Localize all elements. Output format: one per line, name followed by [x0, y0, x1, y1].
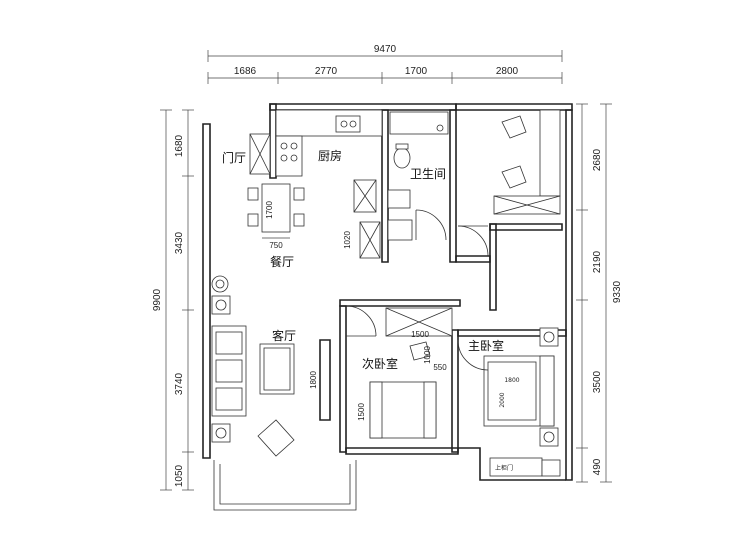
foyer-cabinet — [249, 133, 271, 175]
master-bedroom-furniture: 1800 2000 上柜门 — [457, 327, 561, 477]
toilet — [393, 147, 411, 169]
plant — [211, 275, 229, 293]
dim-right-4: 490 — [592, 458, 603, 475]
kitchen-counters — [275, 109, 383, 213]
master-bed-width: 2000 — [499, 392, 506, 407]
dim-top-total: 9470 — [374, 44, 397, 55]
bed2-dim-b: 1000 — [423, 346, 432, 364]
sink — [335, 115, 361, 133]
room-master-bedroom: 主卧室 — [468, 338, 504, 353]
bath-sink-dim: 1020 — [343, 231, 352, 249]
wardrobe-label: 上柜门 — [495, 464, 513, 472]
wash-basin — [387, 219, 413, 241]
dim-right-2: 2190 — [592, 250, 603, 273]
living-room-furniture: 1800 — [211, 275, 318, 457]
stove-burner — [280, 142, 288, 150]
bed2-dim-d: 1500 — [411, 330, 429, 339]
room-second-bedroom: 次卧室 — [362, 356, 398, 371]
room-kitchen: 厨房 — [318, 148, 342, 163]
dim-right-3: 3500 — [592, 370, 603, 393]
bed2-dim-c: 550 — [433, 363, 447, 372]
armchair — [257, 419, 295, 457]
dim-top-3: 1700 — [405, 66, 428, 77]
bathroom-fixtures: 1020 — [343, 111, 449, 259]
room-living: 客厅 — [272, 328, 296, 343]
dim-left-3: 3740 — [174, 372, 185, 395]
dim-top-1: 1686 — [234, 66, 257, 77]
walls — [202, 103, 573, 511]
room-labels: 门厅 厨房 卫生间 餐厅 客厅 次卧室 主卧室 — [222, 148, 504, 371]
room-bathroom: 卫生间 — [410, 167, 446, 181]
left-dimensions: 9900 1680 3430 3740 1050 — [152, 109, 194, 491]
dim-right-1: 2680 — [592, 148, 603, 171]
top-dimensions: 9470 1686 2770 1700 2800 — [207, 44, 563, 84]
room-dining: 餐厅 — [270, 254, 294, 269]
dining-table: 1700 750 — [247, 183, 305, 250]
second-bedroom-furniture: 1500 1000 550 1500 — [345, 305, 453, 439]
dim-top-2: 2770 — [315, 66, 338, 77]
armchair — [501, 165, 527, 189]
master-bed-dim: 1800 — [504, 377, 519, 384]
dim-left-total: 9900 — [152, 288, 163, 311]
armchair — [501, 115, 527, 139]
dim-top-4: 2800 — [496, 66, 519, 77]
tv-length: 1800 — [309, 371, 318, 389]
dim-left-1: 1680 — [174, 134, 185, 157]
dim-right-total: 9330 — [612, 280, 623, 303]
armchair — [409, 341, 431, 361]
dining-table-width: 750 — [269, 241, 283, 250]
room-foyer: 门厅 — [222, 150, 246, 165]
dining-table-length: 1700 — [265, 201, 274, 219]
upper-right-room — [457, 109, 561, 257]
dim-left-4: 1050 — [174, 464, 185, 487]
bed2-dim-a: 1500 — [357, 403, 366, 421]
right-dimensions: 2680 2190 3500 490 9330 — [576, 103, 623, 483]
dim-left-2: 3430 — [174, 231, 185, 254]
